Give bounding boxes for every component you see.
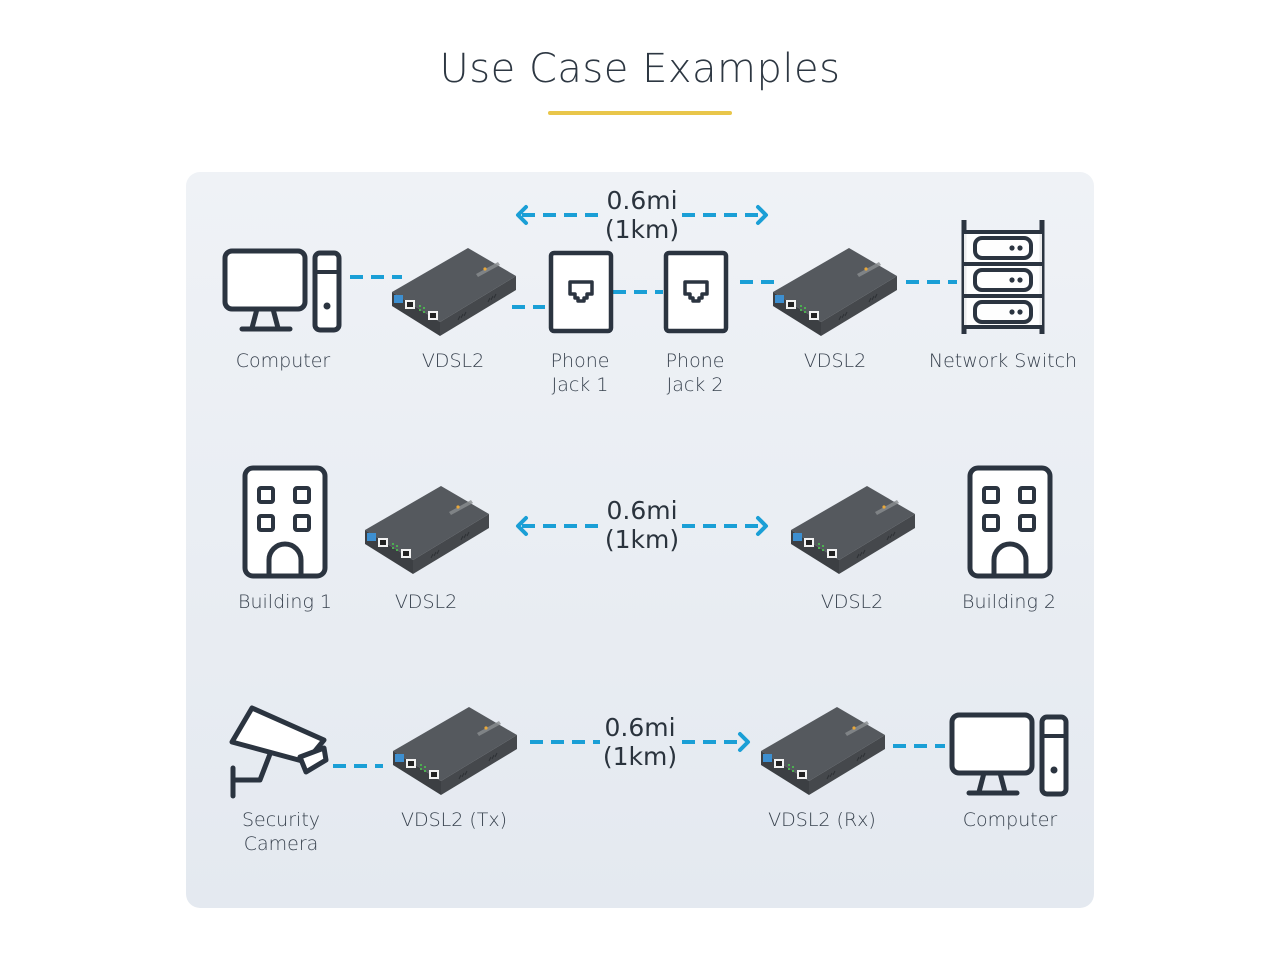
phone-jack-icon (663, 250, 729, 334)
node-label: VDSL2 (Tx) (400, 809, 508, 831)
network-switch-icon (961, 220, 1045, 334)
distance-label: 0.6mi (1km) (604, 186, 680, 244)
computer-icon (222, 248, 342, 333)
vdsl2-device-icon (392, 248, 516, 336)
node-label: VDSL2 (Rx) (768, 809, 876, 831)
security-camera-icon (229, 705, 329, 799)
title-underline (548, 111, 732, 115)
building-icon (242, 465, 328, 579)
node-label: Computer (235, 350, 331, 372)
node-label: Building 1 (238, 591, 332, 613)
arrow-right-icon (756, 205, 768, 225)
node-label: VDSL2 (421, 350, 485, 372)
vdsl2-device-icon (773, 248, 897, 336)
node-label: Computer (962, 809, 1058, 831)
vdsl2-device-icon (761, 707, 885, 795)
building-icon (967, 465, 1053, 579)
arrow-right-icon (756, 516, 768, 536)
vdsl2-device-icon (791, 486, 915, 574)
node-label: Phone Jack 2 (665, 350, 725, 396)
node-label: VDSL2 (803, 350, 867, 372)
vdsl2-device-icon (365, 486, 489, 574)
arrow-left-icon (516, 516, 528, 536)
node-label: Network Switch (928, 350, 1078, 372)
arrow-right-icon (738, 732, 750, 752)
node-label: Building 2 (962, 591, 1056, 613)
distance-label: 0.6mi (1km) (602, 713, 678, 771)
page-title: Use Case Examples (439, 46, 841, 92)
node-label: Security Camera (241, 809, 321, 855)
arrow-left-icon (516, 205, 528, 225)
vdsl2-device-icon (393, 707, 517, 795)
node-label: VDSL2 (394, 591, 458, 613)
node-label: Phone Jack 1 (550, 350, 610, 396)
phone-jack-icon (548, 250, 614, 334)
computer-icon (949, 712, 1069, 797)
node-label: VDSL2 (820, 591, 884, 613)
distance-label: 0.6mi (1km) (604, 496, 680, 554)
